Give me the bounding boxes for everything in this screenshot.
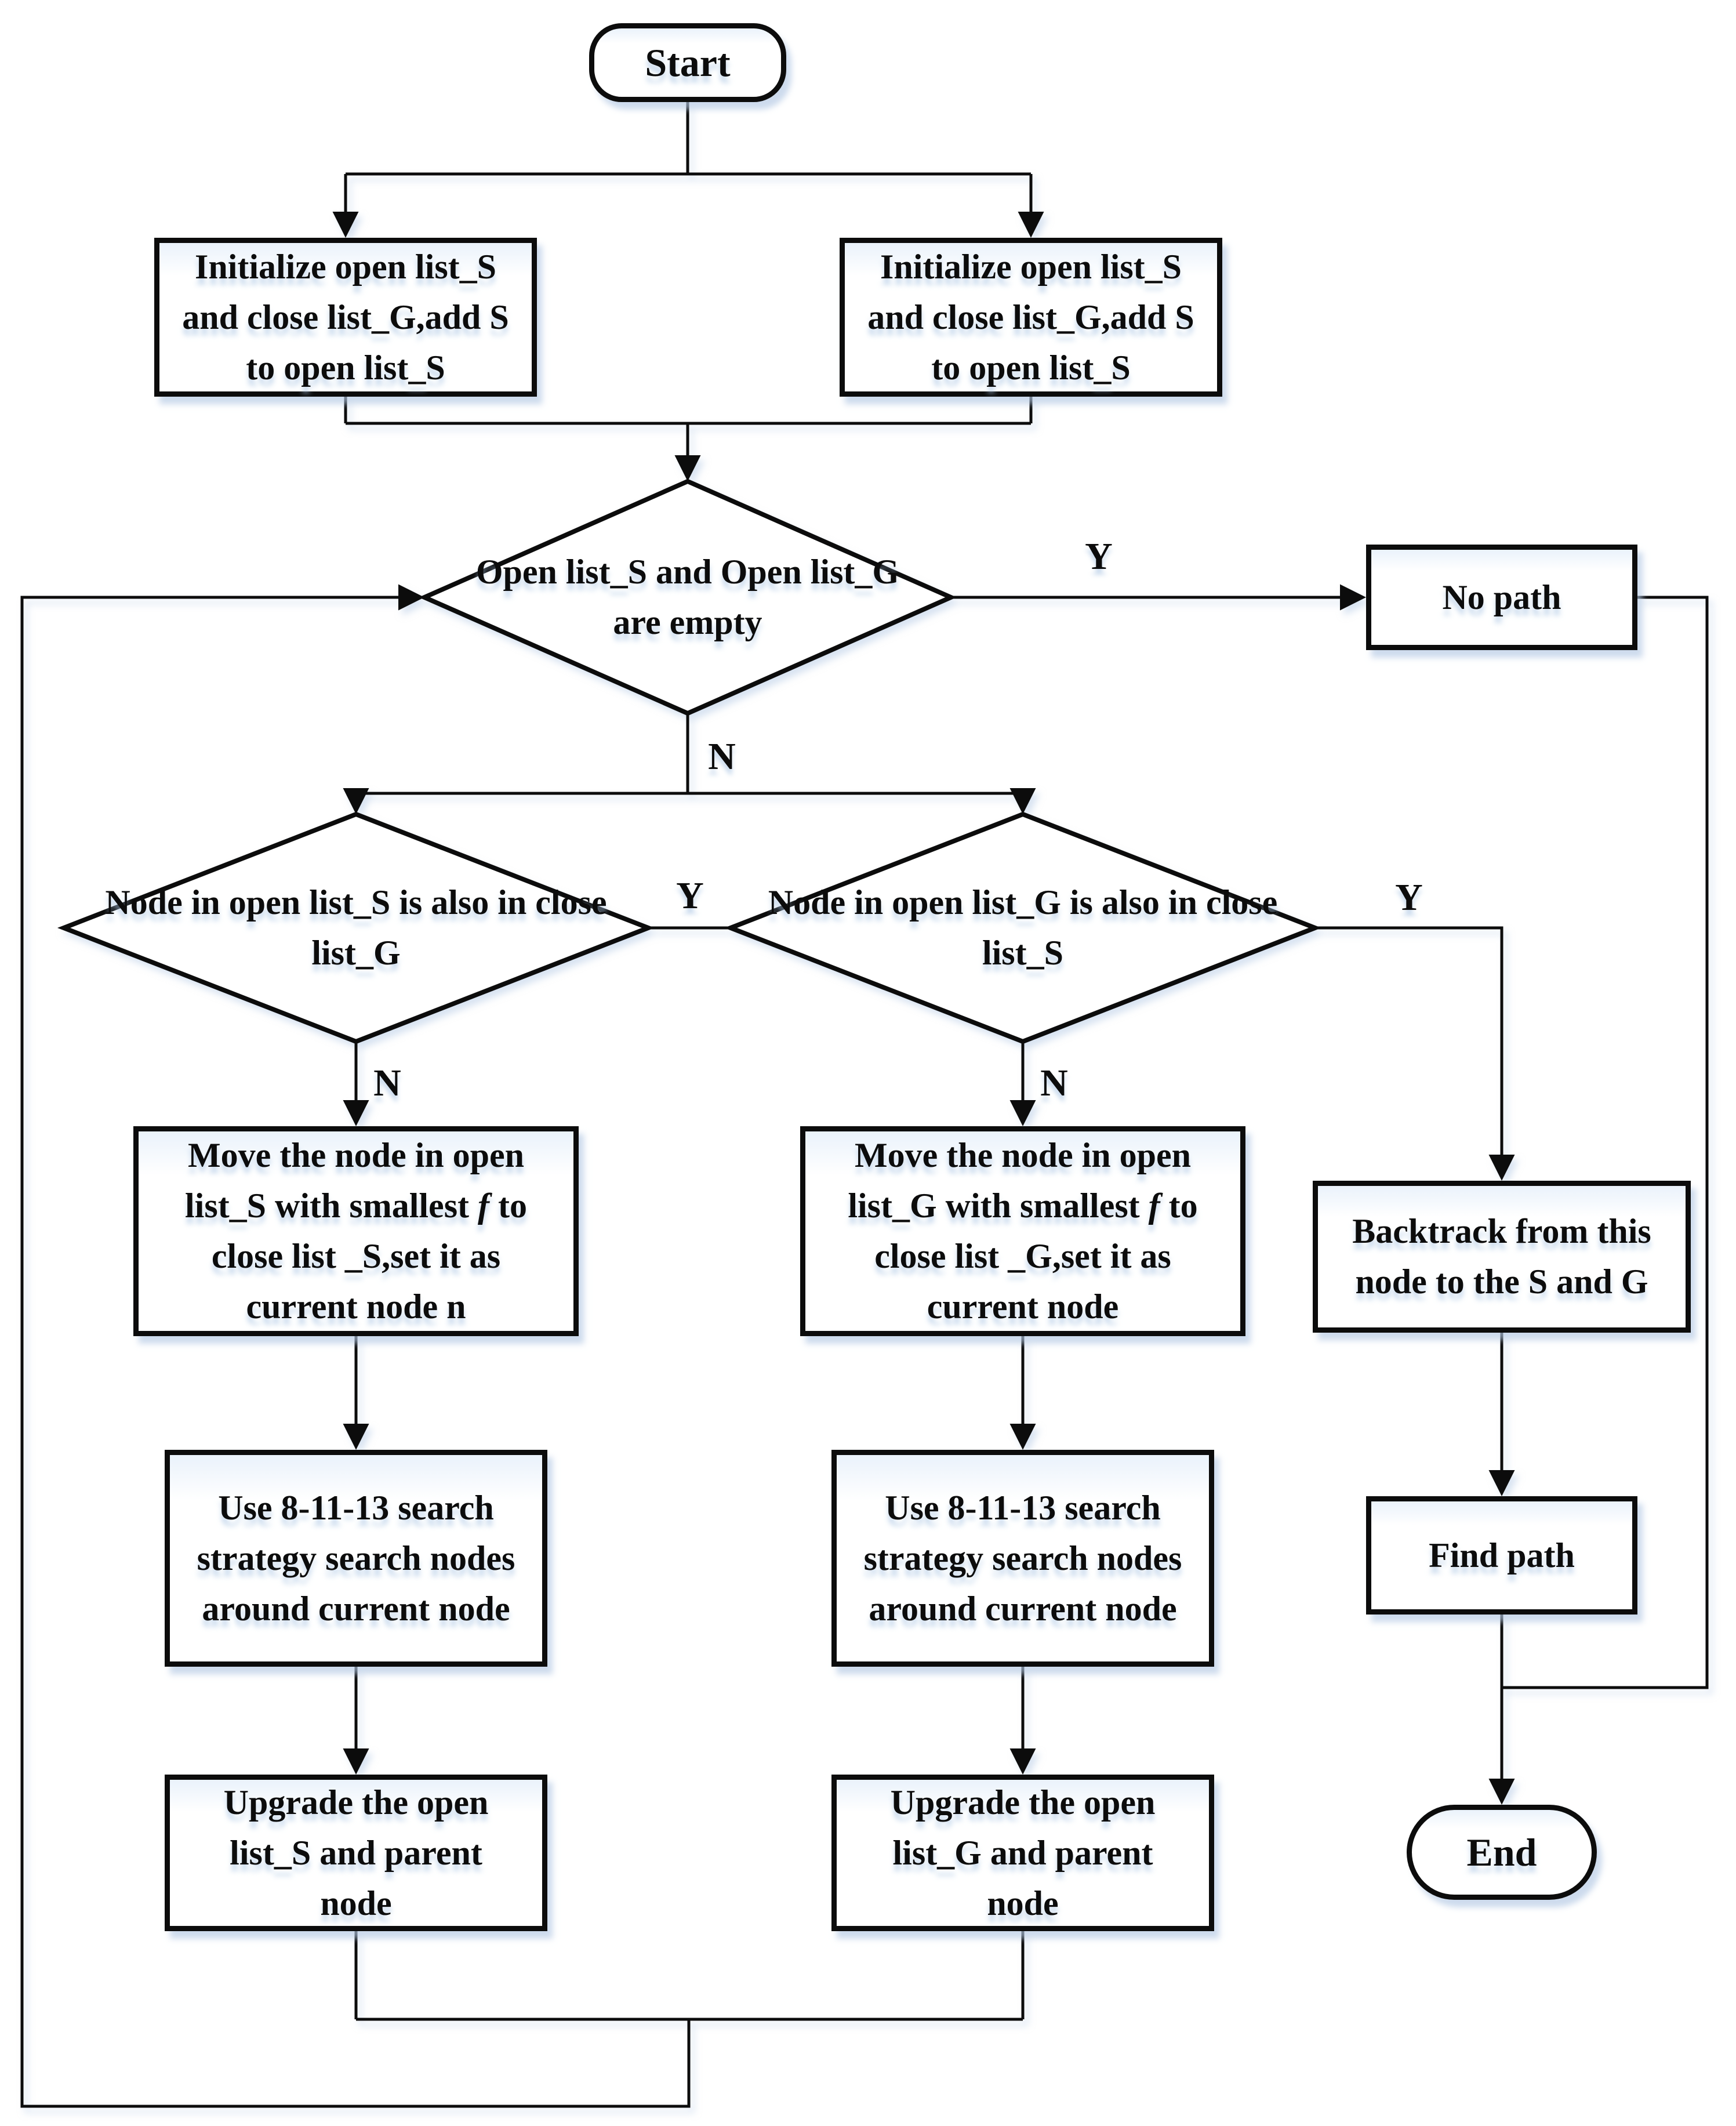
process-find-path-label: Find path xyxy=(1429,1536,1575,1574)
process-init-open-list-g-label: Initialize open list_S and close list_G,… xyxy=(867,247,1194,387)
process-upgrade-open-list-s-label: Upgrade the open list_S and parent node xyxy=(223,1783,489,1922)
branch-yes-empty: Y xyxy=(1085,535,1113,578)
process-move-node-s: Move the node in open list_S with smalle… xyxy=(133,1126,579,1336)
process-search-strategy-g: Use 8-11-13 search strategy search nodes… xyxy=(831,1450,1214,1667)
process-no-path-label: No path xyxy=(1442,578,1561,616)
end-label: End xyxy=(1466,1830,1537,1874)
edge-g-yes-to-backtrack xyxy=(1315,926,1515,1181)
process-upgrade-open-list-g: Upgrade the open list_G and parent node xyxy=(831,1775,1214,1931)
branch-no-empty: N xyxy=(708,735,736,778)
decision-empty-shape xyxy=(419,478,957,716)
process-init-open-list-s: Initialize open list_S and close list_G,… xyxy=(154,238,537,397)
decision-g-in-s-label: Node in open list_G is also in close lis… xyxy=(768,883,1278,972)
process-upgrade-open-list-s: Upgrade the open list_S and parent node xyxy=(165,1775,547,1931)
process-move-node-s-label: Move the node in open list_S with smalle… xyxy=(185,1136,527,1326)
start-label: Start xyxy=(645,40,731,85)
italic-f: f xyxy=(478,1187,490,1225)
branch-yes-g-in-s: Y xyxy=(1395,876,1423,919)
edge-init-merge xyxy=(344,397,1033,425)
decision-s-in-g-label: Node in open list_S is also in close lis… xyxy=(105,883,607,972)
edge-nopath-loop xyxy=(1502,596,1709,1689)
process-find-path: Find path xyxy=(1366,1496,1637,1615)
decision-g-in-s-shape xyxy=(724,811,1322,1044)
process-search-strategy-s: Use 8-11-13 search strategy search nodes… xyxy=(165,1450,547,1667)
process-search-strategy-s-label: Use 8-11-13 search strategy search nodes… xyxy=(197,1488,515,1628)
process-init-open-list-g: Initialize open list_S and close list_G,… xyxy=(840,238,1222,397)
process-no-path: No path xyxy=(1366,545,1637,650)
process-search-strategy-g-label: Use 8-11-13 search strategy search nodes… xyxy=(863,1488,1182,1628)
branch-yes-s-in-g: Y xyxy=(676,875,704,917)
end-terminator: End xyxy=(1407,1805,1597,1900)
process-init-open-list-s-label: Initialize open list_S and close list_G,… xyxy=(182,247,509,387)
process-move-node-g-label: Move the node in open list_G with smalle… xyxy=(848,1136,1198,1326)
decision-s-in-g-shape xyxy=(57,811,655,1044)
process-move-node-g: Move the node in open list_G with smalle… xyxy=(800,1126,1245,1336)
process-backtrack: Backtrack from this node to the S and G xyxy=(1313,1181,1691,1333)
edge-loopback-to-empty xyxy=(20,584,691,2108)
decision-empty-label: Open list_S and Open list_G are empty xyxy=(475,553,900,641)
italic-f: f xyxy=(1148,1187,1160,1225)
process-upgrade-open-list-g-label: Upgrade the open list_G and parent node xyxy=(890,1783,1156,1922)
branch-no-g-in-s: N xyxy=(1040,1062,1068,1104)
branch-no-s-in-g: N xyxy=(373,1062,401,1104)
process-backtrack-label: Backtrack from this node to the S and G xyxy=(1352,1212,1651,1301)
start-terminator: Start xyxy=(589,23,786,102)
